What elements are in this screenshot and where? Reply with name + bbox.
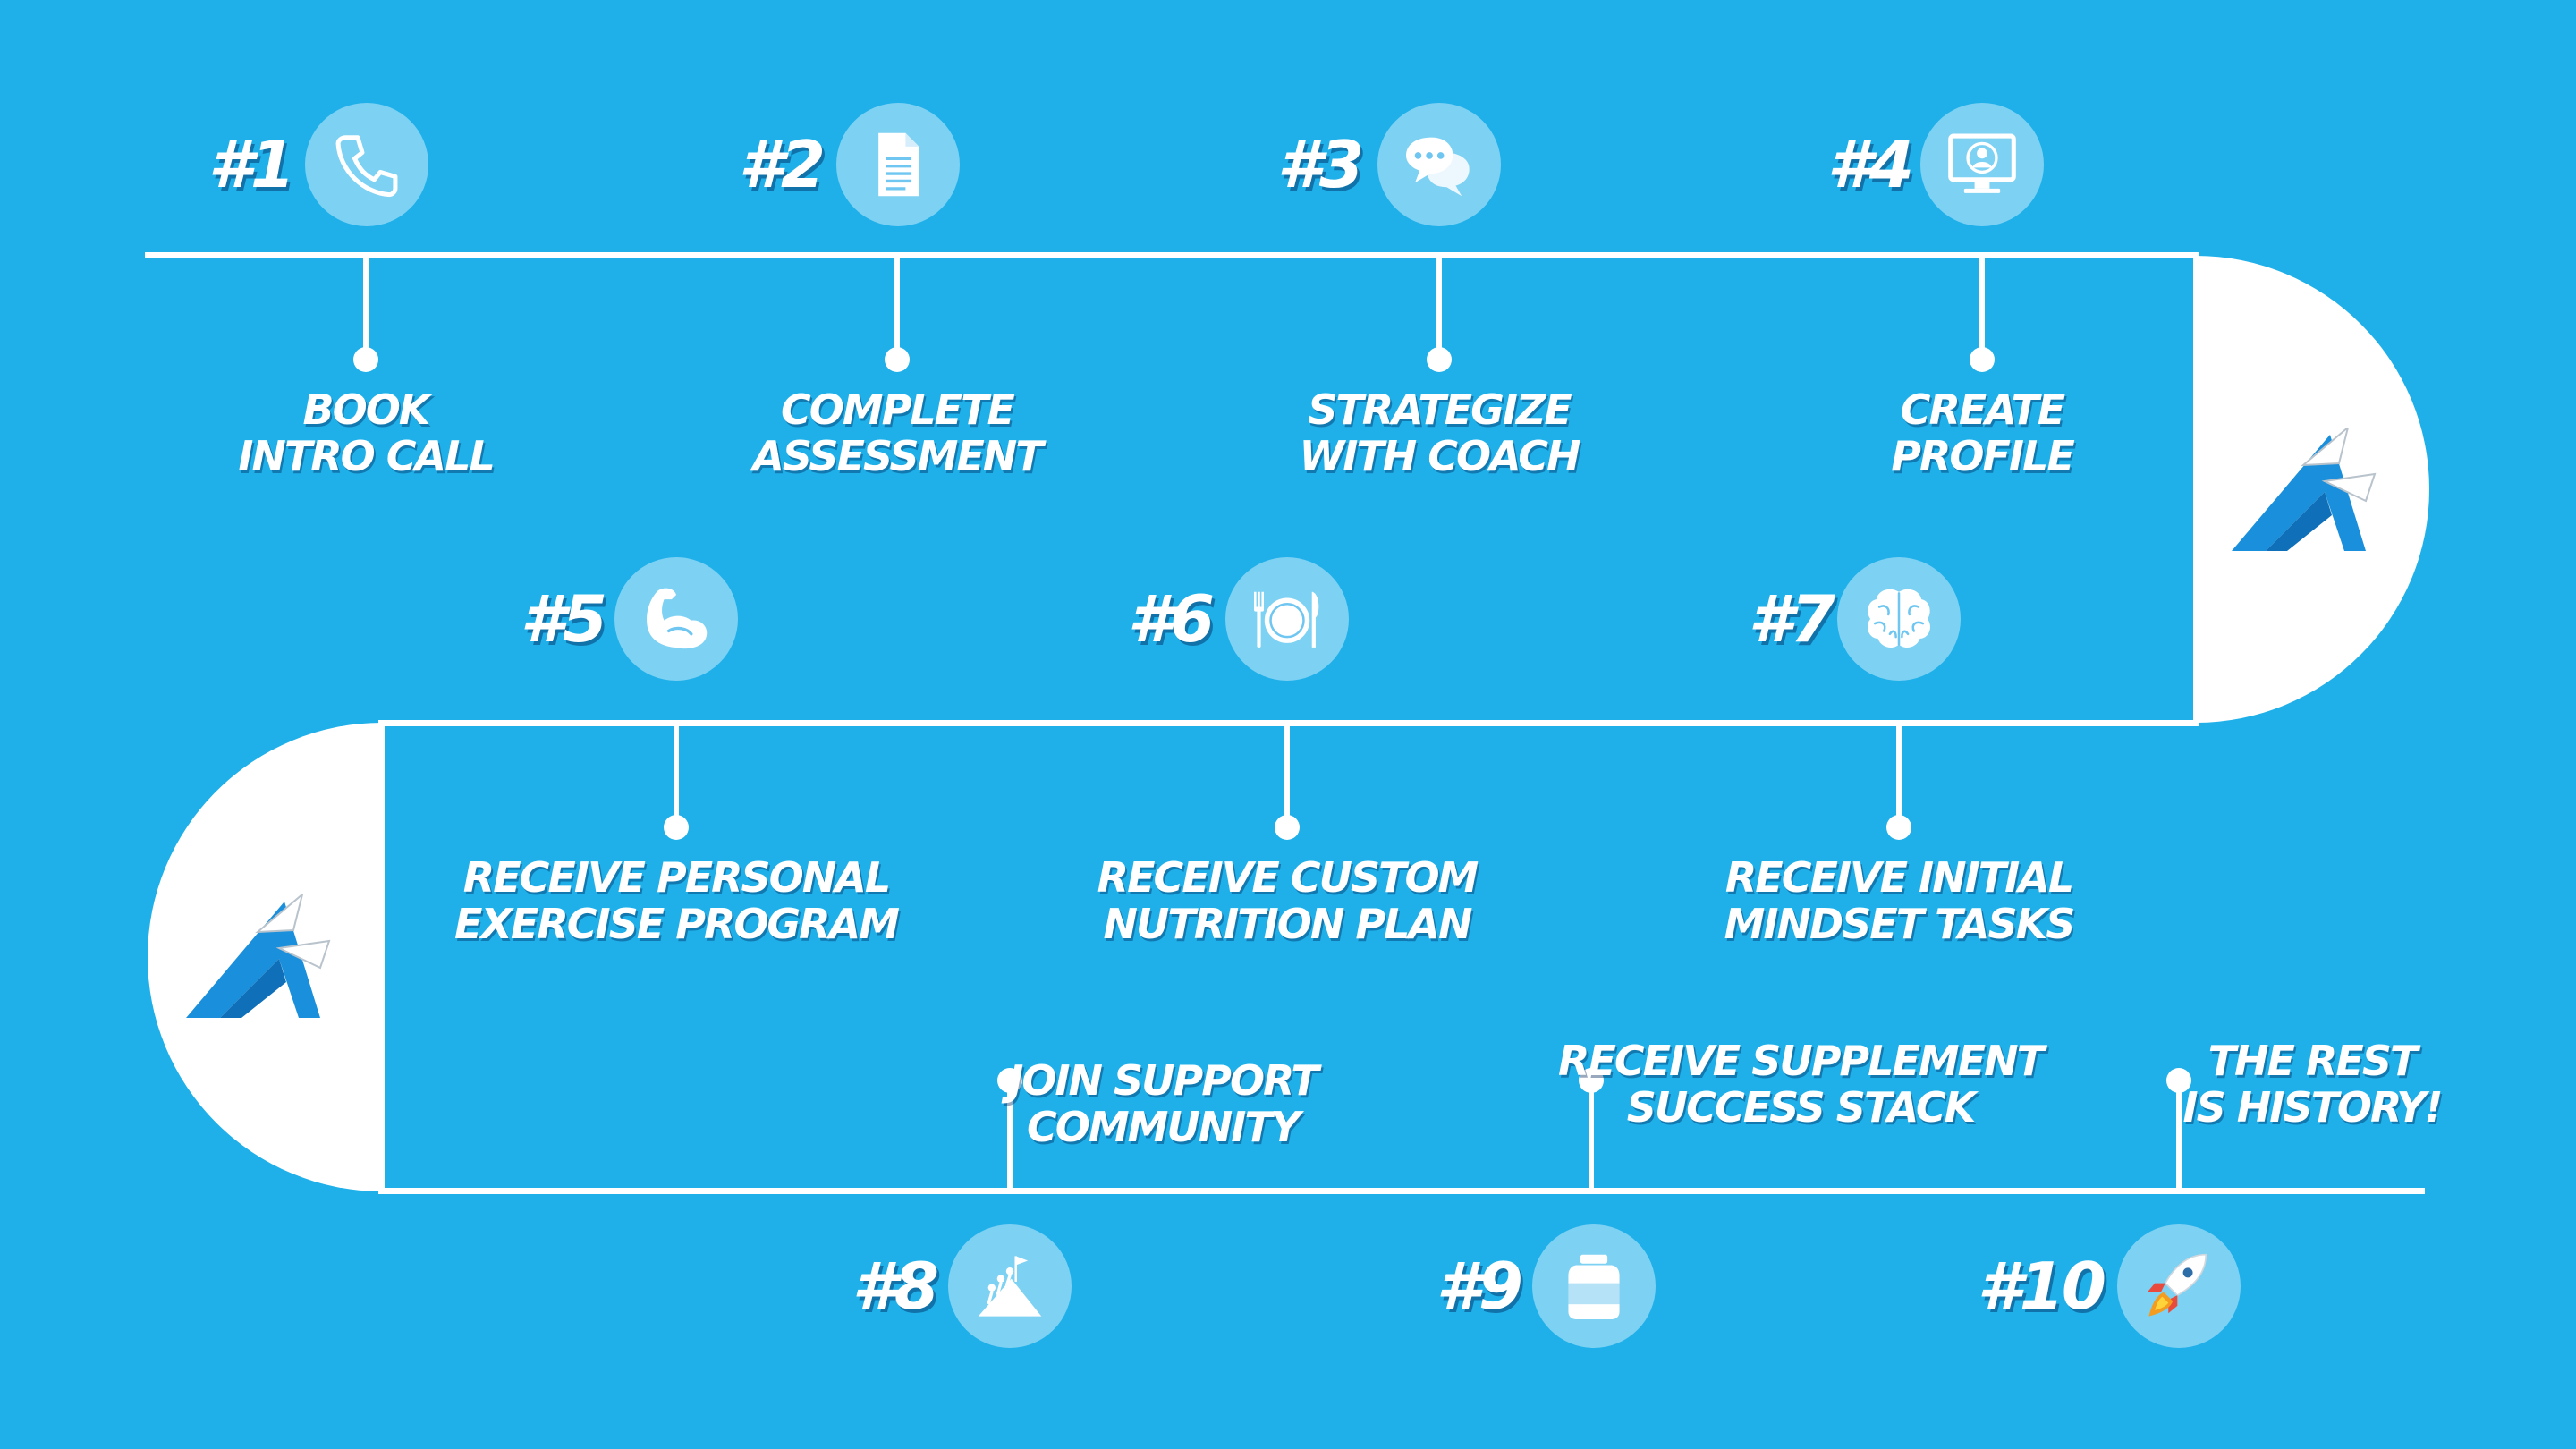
brain-icon [1868, 589, 1930, 648]
track-row-3 [378, 1188, 2425, 1194]
step-3-icon-bubble [1377, 103, 1501, 226]
connector-dot [1579, 1068, 1604, 1093]
step-5-icon-bubble [614, 557, 738, 681]
connector-dot [1275, 815, 1300, 840]
brand-logo-left [186, 894, 331, 1018]
step-6-icon-bubble [1225, 557, 1349, 681]
connector-dot [1427, 347, 1452, 372]
document-icon [878, 132, 919, 197]
connector-dot [2166, 1068, 2191, 1093]
step-1-icon-bubble [305, 103, 428, 226]
step-9-icon-bubble [1532, 1224, 1656, 1348]
step-8-number: #8 [852, 1249, 939, 1324]
step-4-icon-bubble [1920, 103, 2044, 226]
phone-icon [335, 135, 398, 198]
step-7-number: #7 [1748, 581, 1835, 657]
step-2-icon-bubble [836, 103, 960, 226]
connector-stems [353, 256, 2191, 1191]
step-5-number: #5 [520, 581, 607, 657]
plate-cutlery-icon [1254, 591, 1319, 648]
connector-dot [1886, 815, 1911, 840]
connector-dot [885, 347, 910, 372]
track-row-1 [145, 252, 2199, 258]
monitor-profile-icon [1948, 133, 2016, 193]
chat-bubbles-icon [1406, 137, 1470, 197]
step-3-number: #3 [1276, 127, 1364, 202]
step-8-icon-bubble [948, 1224, 1072, 1348]
step-2-number: #2 [738, 127, 826, 202]
flexed-arm-icon [647, 588, 708, 649]
supplement-jar-icon [1568, 1254, 1620, 1319]
step-7-icon-bubble [1837, 557, 1961, 681]
connector-dot [1970, 347, 1995, 372]
rocket-icon [2147, 1253, 2207, 1317]
team-climbing-icon [978, 1256, 1042, 1317]
step-4-number: #4 [1826, 127, 1914, 202]
step-10-icon-bubble [2117, 1224, 2241, 1348]
track-row-2 [378, 720, 2199, 726]
brand-logo-right [2232, 428, 2377, 551]
connector-dot [353, 347, 378, 372]
step-9-number: #9 [1436, 1249, 1523, 1324]
step-6-number: #6 [1127, 581, 1215, 657]
connector-dot [664, 815, 689, 840]
step-1-number: #1 [208, 127, 295, 202]
connector-dot [997, 1068, 1022, 1093]
step-10-number: #10 [1977, 1249, 2106, 1324]
